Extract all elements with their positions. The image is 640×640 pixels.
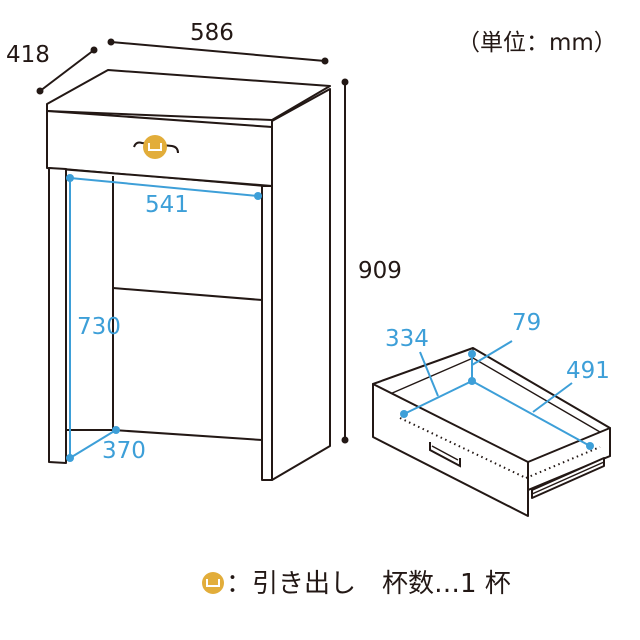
cabinet-right-leg bbox=[261, 185, 273, 481]
overall-width-dimension bbox=[107, 38, 329, 65]
legend: ：引き出し 杯数…1 杯 bbox=[202, 569, 511, 599]
depth-label: 418 bbox=[6, 42, 50, 68]
cabinet-top bbox=[46, 69, 331, 121]
height-label: 909 bbox=[358, 258, 402, 284]
width-label: 586 bbox=[190, 20, 234, 46]
drawer-front-panel bbox=[372, 383, 529, 517]
inner-depth-label: 370 bbox=[102, 438, 146, 464]
drawer-marker-legend-icon bbox=[202, 572, 224, 594]
overall-height-dimension bbox=[341, 78, 349, 444]
drawer-front-handle bbox=[429, 442, 461, 468]
cabinet-left-leg bbox=[48, 167, 67, 464]
drawer-height-dimension bbox=[468, 340, 513, 381]
legend-text: ：引き出し 杯数…1 杯 bbox=[226, 569, 511, 599]
inner-height-dimension bbox=[66, 178, 74, 462]
cabinet-drawer-handle bbox=[133, 135, 179, 159]
unit-label: （単位：mm） bbox=[457, 30, 617, 56]
inner-depth-dimension bbox=[69, 426, 120, 459]
drawer-depth-label: 334 bbox=[385, 326, 429, 352]
drawer-height-label: 79 bbox=[512, 310, 541, 336]
inner-height-label: 730 bbox=[77, 314, 121, 340]
drawer-width-dimension bbox=[471, 380, 594, 450]
drawer-marker-icon bbox=[143, 135, 167, 159]
cabinet-side-panel bbox=[271, 88, 331, 481]
overall-depth-dimension bbox=[36, 46, 98, 95]
inner-width-label: 541 bbox=[145, 192, 189, 218]
drawer-depth-dimension bbox=[400, 351, 476, 418]
cabinet bbox=[46, 69, 331, 481]
drawer-width-label: 491 bbox=[566, 358, 610, 384]
